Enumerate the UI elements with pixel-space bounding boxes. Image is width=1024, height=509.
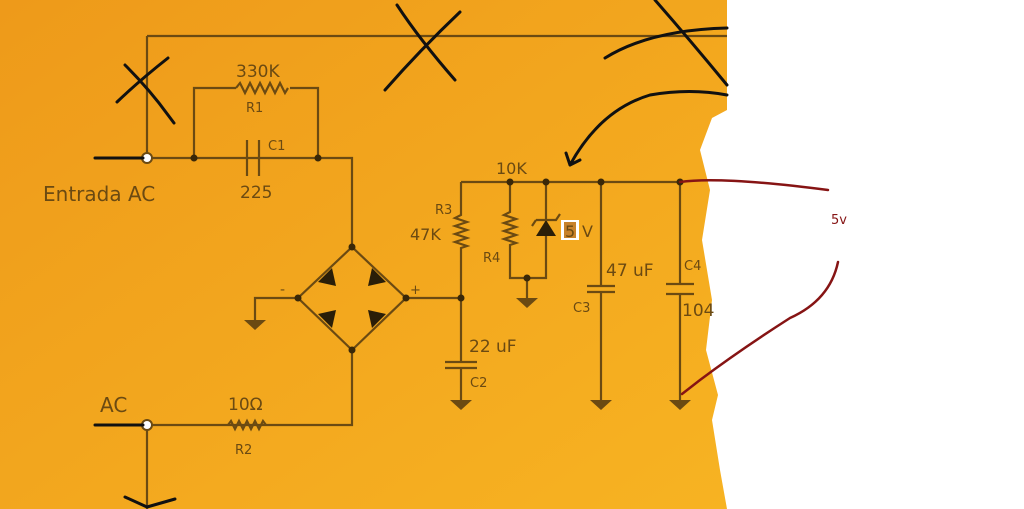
ac-label: AC: [100, 393, 127, 417]
c1-value: 225: [240, 183, 272, 203]
r4-name: R4: [483, 251, 500, 266]
r1-value: 330K: [236, 62, 280, 82]
output-voltage-note: 5v: [831, 213, 847, 228]
c3-name: C3: [573, 301, 590, 316]
c4-name: C4: [684, 259, 701, 274]
zener-label-fill: [564, 222, 576, 238]
c4-value: 104: [682, 301, 714, 321]
r3-value: 47K: [410, 225, 441, 244]
hand-annotations-red: [678, 178, 840, 396]
plus-label: +: [410, 283, 421, 298]
diagram-background: [0, 0, 727, 509]
c3-value: 47 uF: [606, 261, 654, 281]
zener-bar: [531, 213, 561, 227]
r2-value: 10Ω: [228, 395, 263, 415]
minus-label: -: [280, 282, 285, 298]
zener-digit: 5: [565, 222, 575, 241]
zener-unit: V: [582, 222, 593, 241]
white-erased-area: [700, 0, 1024, 509]
c2-value: 22 uF: [469, 337, 517, 357]
input-label: Entrada AC: [43, 182, 155, 206]
hand-annotations-black: [93, 0, 729, 509]
wires: [145, 34, 727, 509]
r2-name: R2: [235, 443, 252, 458]
c1-name: C1: [268, 139, 285, 154]
diodes: [318, 220, 556, 328]
r4-value: 10K: [496, 159, 527, 178]
r3-name: R3: [435, 203, 452, 218]
junctions: [190, 154, 684, 354]
r1-name: R1: [246, 101, 263, 116]
c2-name: C2: [470, 376, 487, 391]
grounds: [244, 298, 691, 410]
